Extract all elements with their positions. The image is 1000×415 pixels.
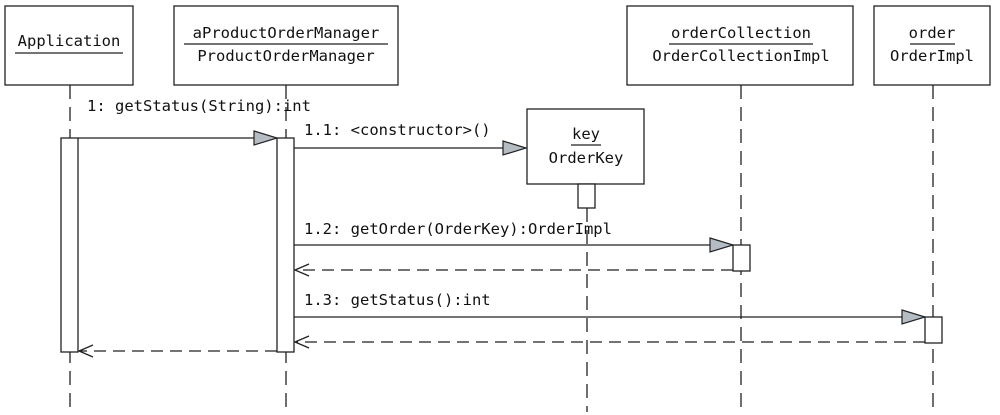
open-arrowhead: [293, 335, 310, 349]
activation-manager: [276, 137, 295, 353]
participant-type: OrderImpl: [890, 47, 974, 65]
arrowhead: [709, 237, 736, 253]
participant-box: [873, 5, 991, 86]
participant-name: orderCollection: [671, 24, 811, 42]
participant-type: ProductOrderManager: [197, 47, 374, 65]
participant-box: [526, 108, 645, 185]
open-arrowhead: [293, 263, 310, 277]
participant-box: [626, 5, 854, 86]
participant-name: order: [909, 24, 956, 42]
participant-type: OrderCollectionImpl: [652, 47, 829, 65]
message-1-2: 1.2: getOrder(OrderKey):OrderImpl: [294, 220, 736, 253]
arrowhead: [901, 309, 928, 325]
participant-name: key: [572, 125, 600, 143]
participant-box: [4, 5, 134, 86]
message-label: 1.2: getOrder(OrderKey):OrderImpl: [304, 220, 612, 238]
participant-collection: orderCollection OrderCollectionImpl: [626, 5, 854, 86]
participant-key: key OrderKey: [526, 108, 645, 185]
return-1: [77, 344, 277, 358]
participant-type: OrderKey: [549, 149, 624, 167]
message-label: 1.1: <constructor>(): [304, 121, 491, 139]
message-label: 1: getStatus(String):int: [87, 97, 311, 115]
arrowhead: [253, 130, 280, 146]
activation-order: [924, 316, 943, 344]
message-label: 1.3: getStatus():int: [304, 291, 491, 309]
activation-collection: [732, 244, 751, 272]
participant-box: [173, 5, 399, 86]
participant-manager: aProductOrderManager ProductOrderManager: [173, 5, 399, 86]
activation-key: [577, 183, 596, 209]
participant-name: aProductOrderManager: [193, 24, 380, 42]
participant-order: order OrderImpl: [873, 5, 991, 86]
participant-application: Application: [4, 5, 134, 86]
arrowhead: [502, 140, 529, 156]
message-1-3: 1.3: getStatus():int: [294, 291, 928, 325]
activation-application: [60, 137, 79, 353]
return-1-2: [293, 263, 733, 277]
message-1: 1: getStatus(String):int: [78, 97, 311, 146]
message-1-1: 1.1: <constructor>(): [294, 121, 529, 156]
participant-name: Application: [18, 32, 121, 50]
return-1-3: [293, 335, 925, 349]
open-arrowhead: [77, 344, 94, 358]
